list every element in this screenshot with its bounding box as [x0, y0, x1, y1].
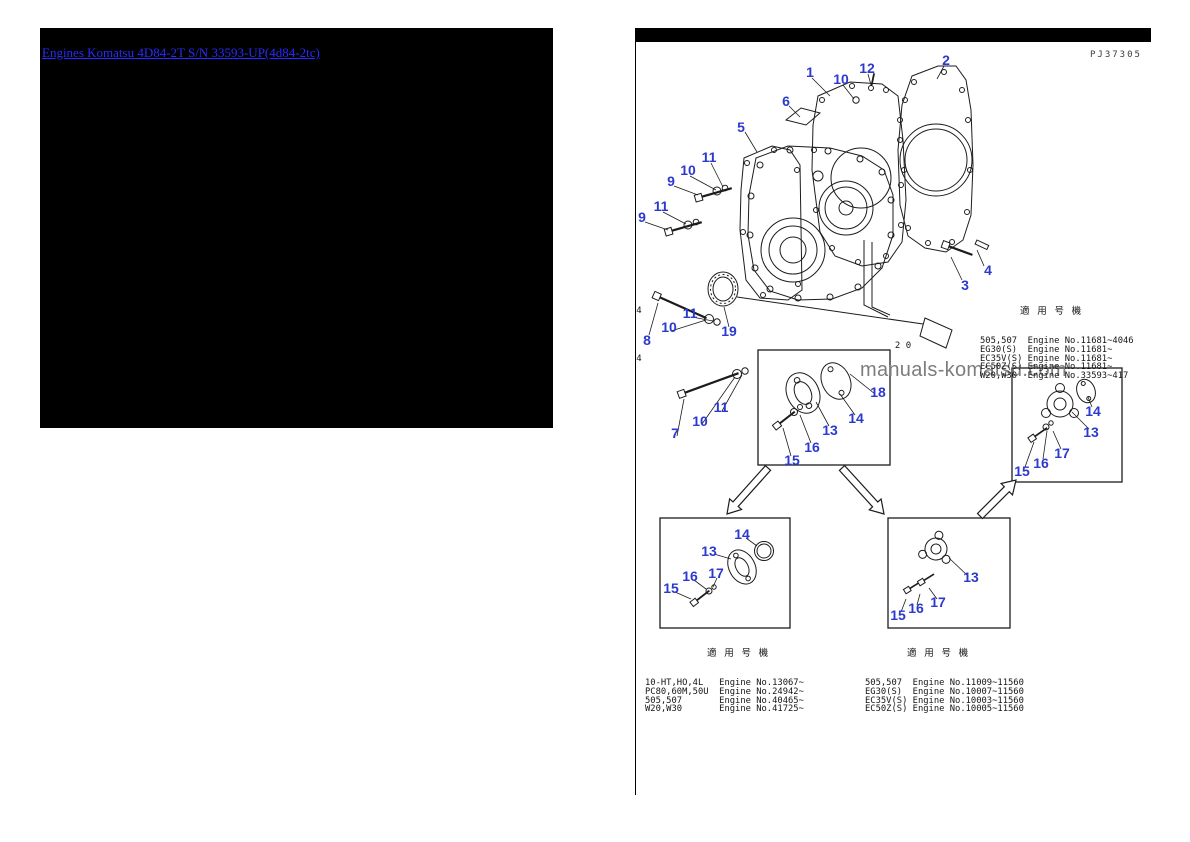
table-row: PC80,60M,50U Engine No.24942~ — [645, 686, 804, 697]
table-row: 10-HT,HO,4L Engine No.13067~ — [645, 677, 804, 688]
table-row: 505,507 Engine No.40465~ — [645, 695, 804, 706]
table-row: W20,W30 Engine No.33593~417 — [980, 371, 1129, 382]
table-row: 505,507 Engine No.11009~11560 — [865, 677, 1024, 688]
table-row: EG30(S) Engine No.10007~11560 — [865, 686, 1024, 697]
table-row: EC50Z(S) Engine No.11681~ — [980, 362, 1113, 373]
engine-manual-link[interactable]: Engines Komatsu 4D84-2T S/N 33593-UP(4d8… — [42, 45, 320, 60]
applicability-header: 適 用 号 機 — [1020, 305, 1083, 317]
table-row: EC35V(S) Engine No.10003~11560 — [865, 695, 1024, 706]
applicability-rows: 10-HT,HO,4L Engine No.13067~PC80,60M,50U… — [645, 679, 804, 714]
table-row: W20,W30 Engine No.41725~ — [645, 704, 804, 715]
media-box: Engines Komatsu 4D84-2T S/N 33593-UP(4d8… — [40, 28, 553, 428]
diagram-top-bar — [636, 28, 1151, 42]
table-row: EG30(S) Engine No.11681~ — [980, 344, 1113, 355]
table-row: 505,507 Engine No.11681~4046 — [980, 335, 1134, 346]
applicability-header: 適 用 号 機 — [707, 647, 770, 659]
table-row: EC50Z(S) Engine No.10005~11560 — [865, 704, 1024, 715]
applicability-header: 適 用 号 機 — [907, 647, 970, 659]
applicability-table-bottom-left: 適 用 号 機 10-HT,HO,4L Engine No.13067~PC80… — [645, 632, 804, 723]
watermark: manuals-komatsu.com — [860, 359, 1067, 381]
drawing-number: PJ37305 — [1090, 50, 1142, 60]
table-row: EC35V(S) Engine No.11681~ — [980, 353, 1113, 364]
